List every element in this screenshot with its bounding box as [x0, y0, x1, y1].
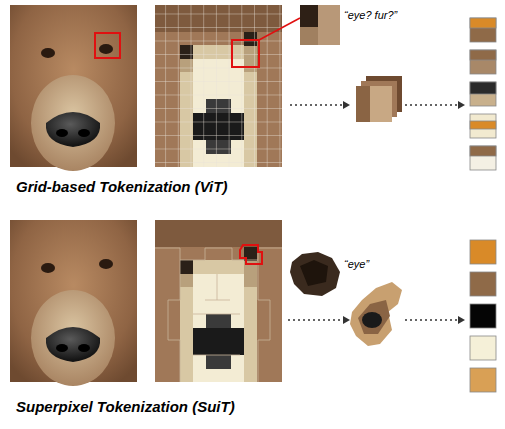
illustration-part	[405, 104, 458, 106]
illustration-part	[155, 248, 282, 382]
illustration-part	[458, 101, 465, 109]
illustration-part	[318, 5, 340, 45]
illustration-part	[470, 18, 496, 42]
illustration-part	[155, 5, 282, 167]
illustration-part	[458, 316, 465, 324]
illustration-part	[405, 319, 458, 321]
illustration-part	[300, 260, 328, 286]
illustration-part	[470, 50, 496, 60]
illustration-part	[470, 336, 496, 360]
patch-answer: “eye”	[344, 258, 369, 270]
illustration-part	[470, 240, 496, 264]
illustration-part	[232, 40, 259, 67]
illustration-part	[300, 5, 340, 45]
panel-caption: Grid-based Tokenization (ViT)	[16, 178, 227, 195]
illustration-part	[343, 316, 350, 324]
illustration-part	[470, 114, 496, 138]
illustration-part	[470, 18, 496, 28]
illustration-part	[356, 86, 370, 122]
illustration-part	[362, 312, 382, 328]
illustration-part	[470, 272, 496, 296]
illustration-part	[155, 5, 282, 167]
illustration-part	[470, 146, 496, 170]
illustration-part	[290, 104, 343, 106]
illustration-part	[356, 86, 392, 122]
illustration-part	[290, 252, 340, 296]
illustration-part	[343, 101, 350, 109]
illustration-part	[350, 282, 402, 346]
panel-caption: Superpixel Tokenization (SuiT)	[16, 398, 235, 415]
illustration-part	[358, 300, 390, 334]
illustration-part	[258, 260, 270, 382]
illustration-part	[205, 274, 230, 300]
illustration-part	[470, 18, 496, 170]
illustration-part	[240, 245, 262, 264]
illustration-part	[95, 33, 120, 58]
illustration-part	[155, 220, 282, 382]
illustration-part	[470, 304, 496, 328]
illustration-part	[470, 82, 496, 94]
illustration-part	[470, 240, 496, 392]
illustration-part	[300, 5, 318, 27]
illustration-part	[470, 50, 496, 74]
illustration-part	[300, 27, 318, 45]
illustration-part	[470, 82, 496, 106]
illustration-part	[259, 18, 300, 40]
patch-question: “eye? fur?”	[344, 9, 397, 21]
illustration-part	[470, 121, 496, 129]
illustration-part	[470, 368, 496, 392]
illustration-part	[193, 314, 240, 355]
illustration-part	[10, 5, 137, 171]
illustration-part	[470, 146, 496, 156]
illustration-part	[288, 319, 343, 321]
illustration-part	[10, 220, 137, 386]
illustration-part	[168, 260, 180, 382]
